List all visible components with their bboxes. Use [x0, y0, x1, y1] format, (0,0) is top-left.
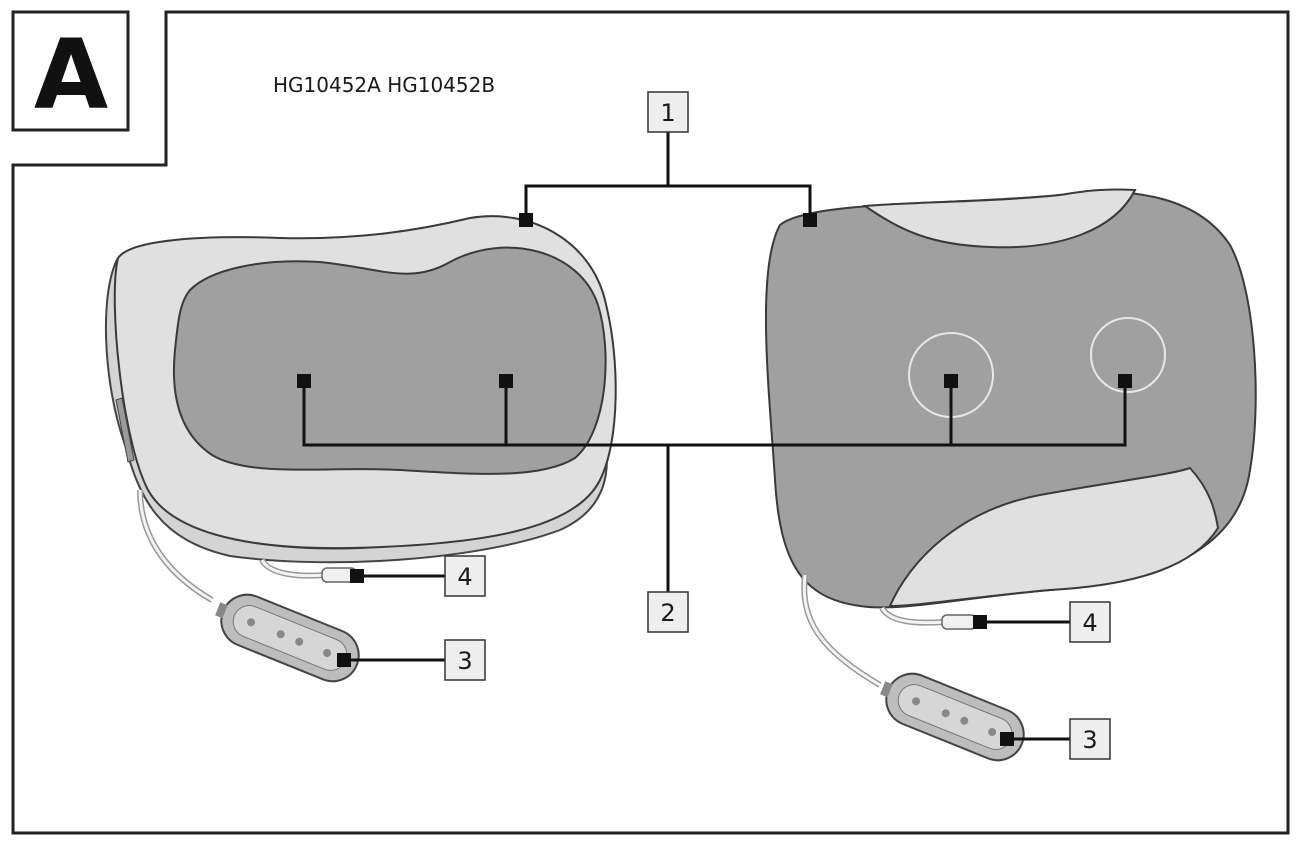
leader-marker-2d	[1118, 374, 1132, 388]
leader-line-2	[302, 381, 1127, 447]
callout-4-left-label: 4	[457, 563, 472, 591]
callout-3-left: 3	[444, 639, 486, 681]
outer-frame	[11, 10, 1290, 835]
callout-4-left: 4	[444, 555, 486, 597]
left-remote-cable-inner	[138, 489, 213, 602]
leader-marker-1b	[803, 213, 817, 227]
callout-3-right: 3	[1069, 718, 1111, 760]
right-pillow-bottom-band	[888, 466, 1220, 608]
callout-4-right: 4	[1069, 601, 1111, 643]
panel-label: A	[34, 19, 108, 131]
leader-marker-1a	[519, 213, 533, 227]
callout-1-label: 1	[660, 99, 675, 127]
callout-2: 2	[647, 591, 689, 633]
right-massage-pillow	[764, 188, 1257, 762]
leader-marker-4-left	[350, 569, 364, 583]
left-remote-control	[215, 593, 360, 683]
leader-line-1	[524, 184, 812, 220]
leader-marker-4-right	[973, 615, 987, 629]
right-remote-cable-inner	[802, 574, 881, 687]
panel-label-box	[11, 10, 130, 132]
left-power-cable-inner	[260, 559, 326, 578]
callout-1: 1	[647, 91, 689, 133]
right-power-cable-inner	[880, 607, 946, 625]
model-numbers: HG10452A HG10452B	[273, 73, 495, 97]
leader-marker-2b	[499, 374, 513, 388]
callout-3-left-label: 3	[457, 647, 472, 675]
leader-marker-2c	[944, 374, 958, 388]
leader-marker-3-right	[1000, 732, 1014, 746]
right-power-connector	[941, 614, 977, 630]
leader-marker-3-left	[337, 653, 351, 667]
callout-3-right-label: 3	[1082, 726, 1097, 754]
right-remote-control	[880, 672, 1025, 762]
left-pillow-side-strip	[115, 397, 135, 463]
leader-marker-2a	[297, 374, 311, 388]
callout-4-right-label: 4	[1082, 609, 1097, 637]
left-pillow-inner	[172, 246, 607, 475]
right-massage-node-right	[1090, 317, 1166, 393]
right-pillow-top-band	[862, 188, 1137, 249]
left-massage-pillow	[104, 215, 617, 683]
callout-2-label: 2	[660, 599, 675, 627]
